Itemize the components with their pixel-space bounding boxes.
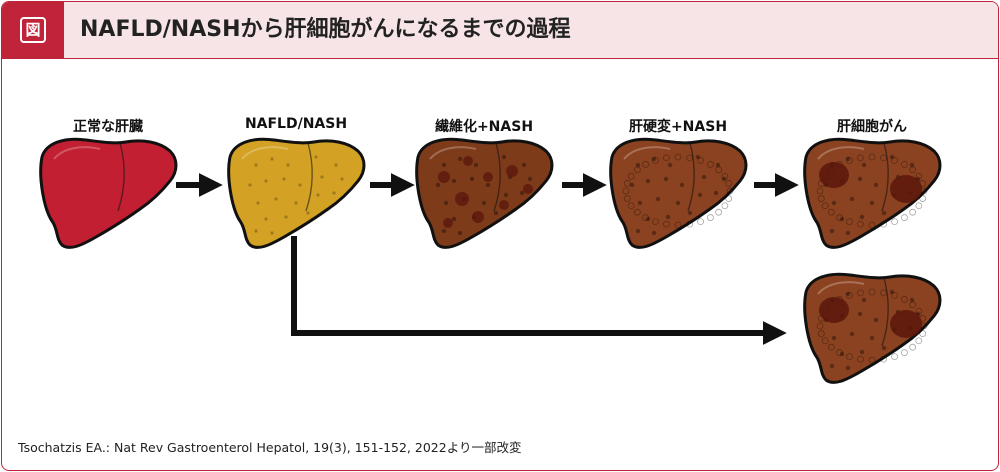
stage-label-hcc: 肝細胞がん — [837, 119, 907, 135]
figure-header: 図 NAFLD/NASHから肝細胞がんになるまでの過程 — [2, 2, 998, 59]
stage-label-fibrosis: 繊維化+NASH — [434, 119, 534, 135]
arrow-nafld-direct-to-hcc — [291, 236, 787, 345]
figure-badge: 図 — [2, 2, 64, 58]
figure-title: NAFLD/NASHから肝細胞がんになるまでの過程 — [80, 17, 571, 42]
liver-fibrosis-nash — [415, 137, 554, 249]
liver-direct-hcc — [803, 272, 942, 384]
stage-label-nafld-nash: NAFLD/NASH — [244, 116, 348, 132]
liver-normal — [39, 137, 178, 249]
figure-badge-label: 図 — [20, 17, 46, 43]
liver-nafld-nash — [227, 137, 366, 249]
liver-hepatocellular-carcinoma — [803, 137, 942, 249]
liver-cirrhosis-nash — [609, 137, 748, 249]
stage-label-normal: 正常な肝臓 — [73, 119, 143, 135]
stage-label-cirrhosis: 肝硬変+NASH — [628, 119, 728, 135]
source-citation: Tsochatzis EA.: Nat Rev Gastroenterol He… — [18, 440, 522, 455]
